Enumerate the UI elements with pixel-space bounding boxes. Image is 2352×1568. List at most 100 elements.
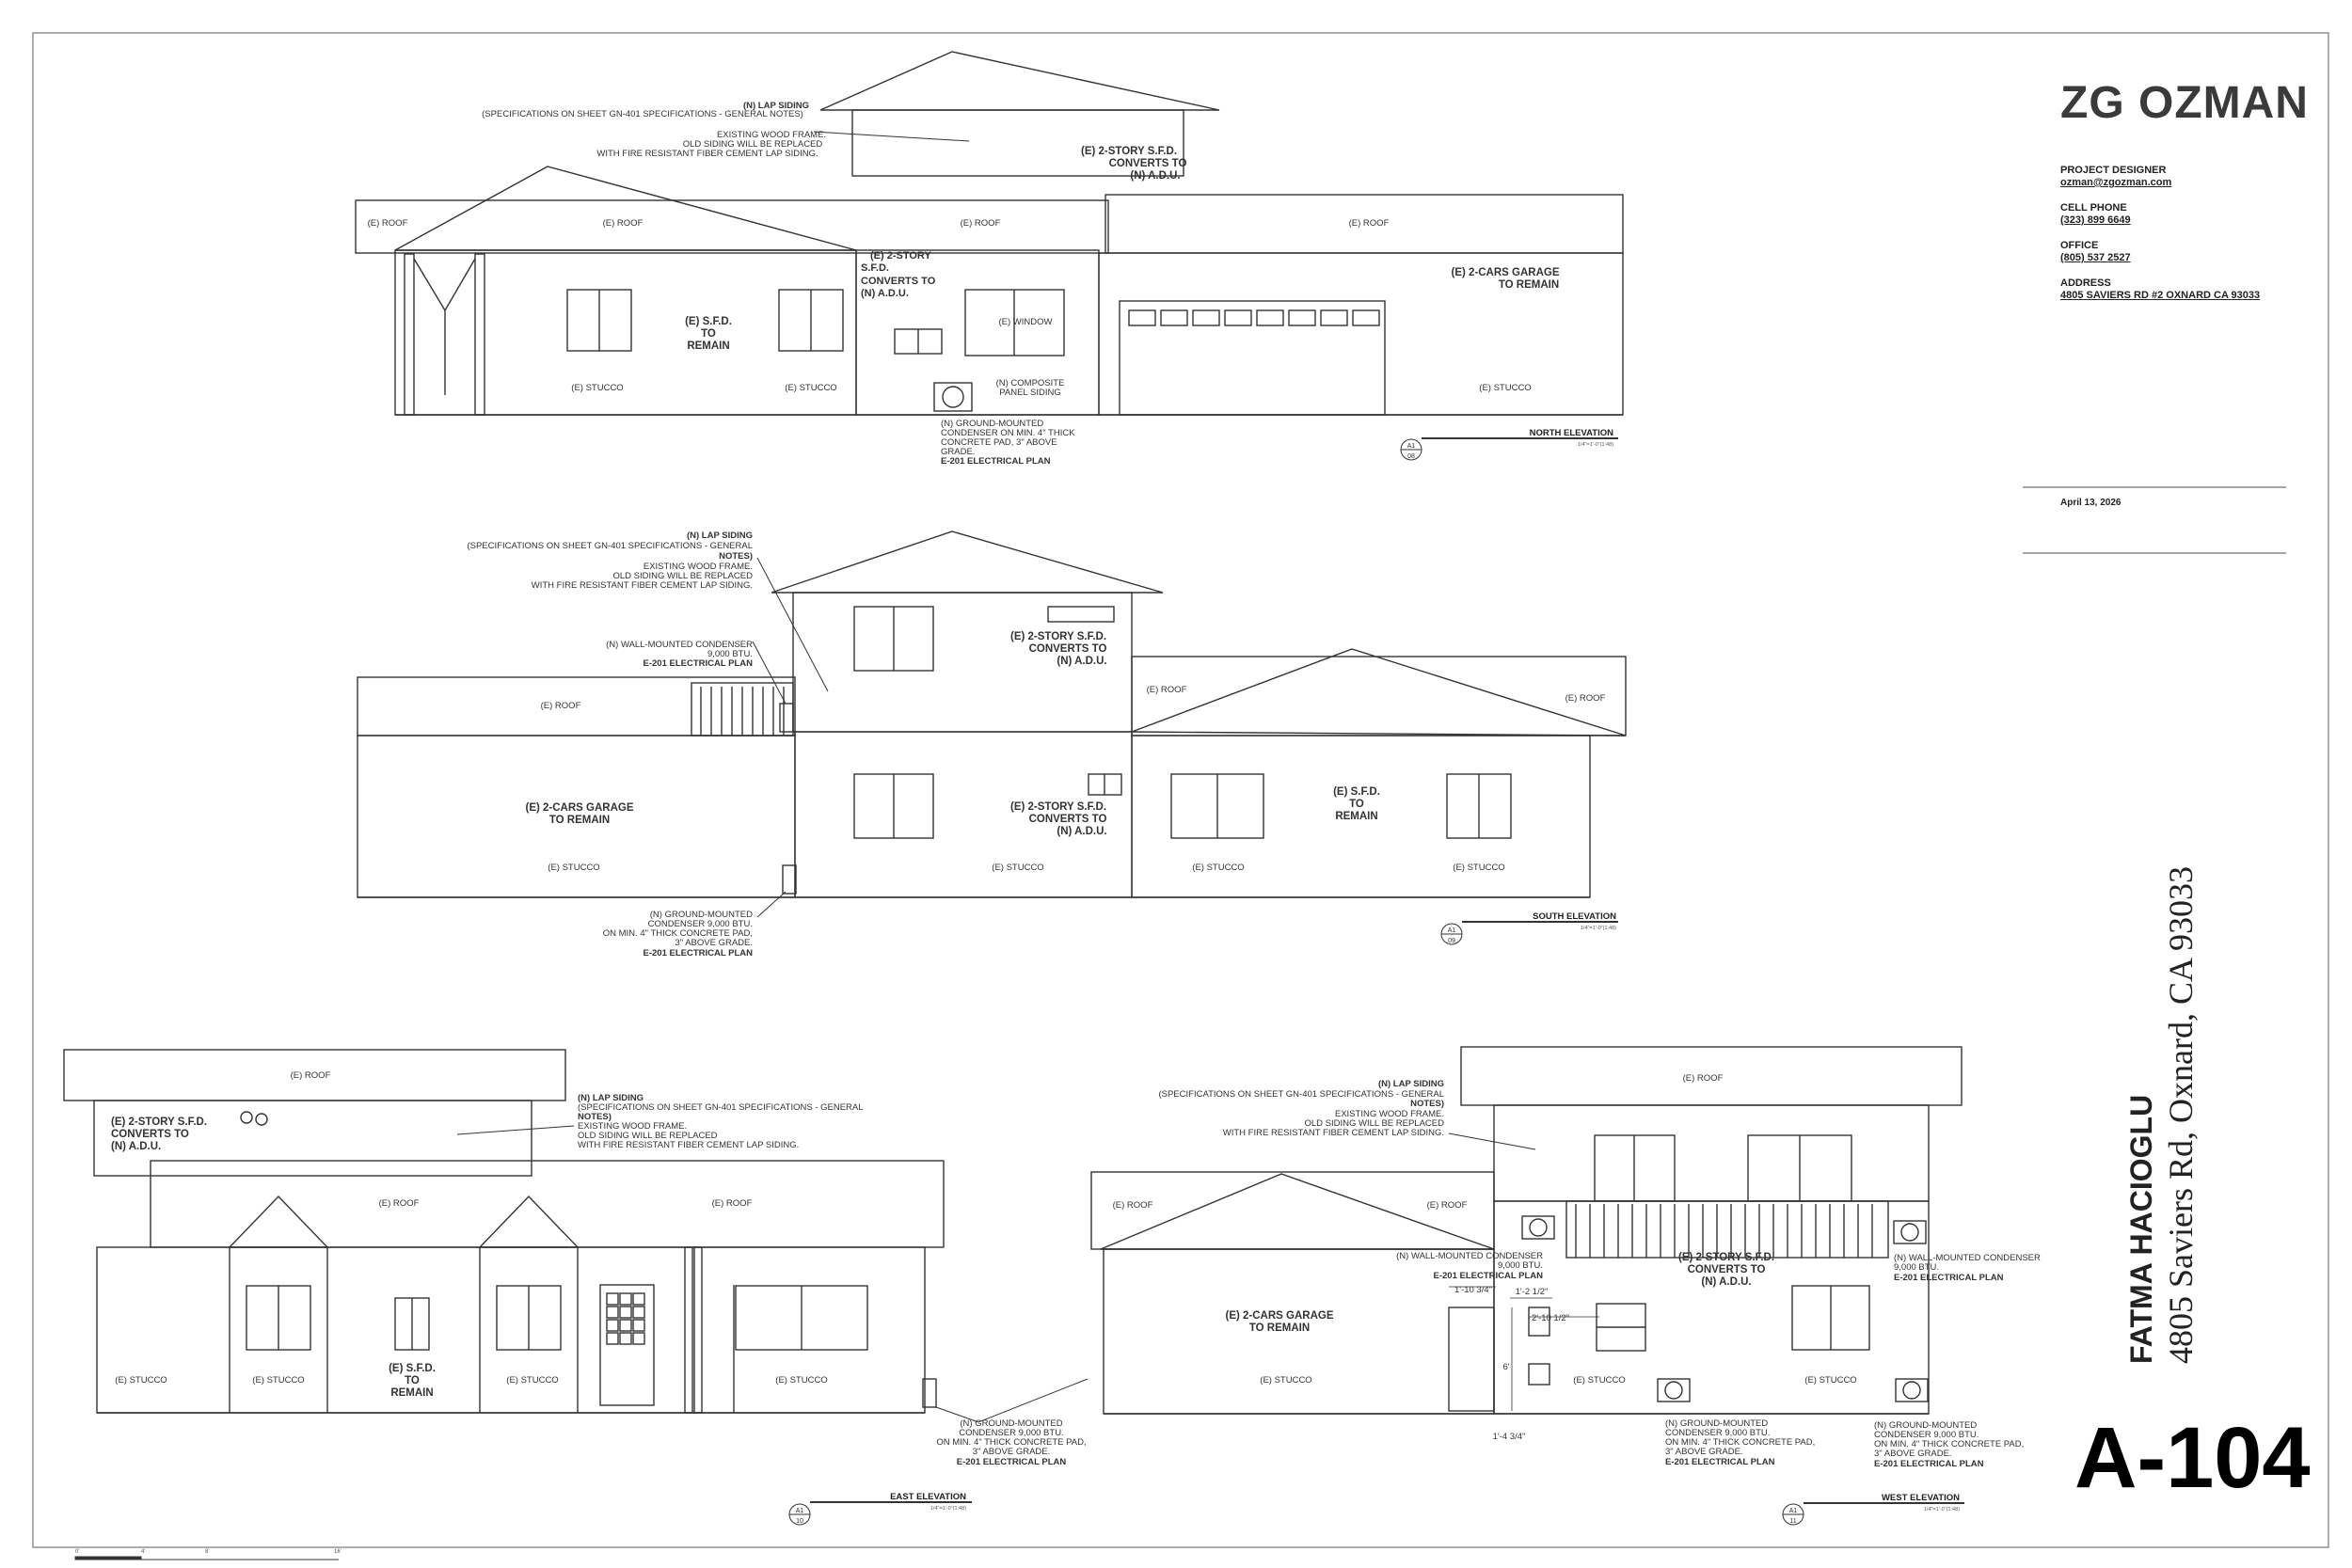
north-elevation <box>355 51 1624 416</box>
south-roof-2: (E) ROOF <box>1147 685 1187 695</box>
condenser-unit <box>1893 1220 1927 1244</box>
west-frame-2: OLD SIDING WILL BE REPLACED <box>1304 1118 1444 1129</box>
north-cond-2: CONDENSER ON MIN. 4" THICK <box>941 428 1075 438</box>
east-roof-2: (E) ROOF <box>379 1198 420 1209</box>
east-door-lites <box>606 1292 645 1345</box>
north-frame-1: EXISTING WOOD FRAME. <box>717 130 826 140</box>
south-gc-2: CONDENSER 9,000 BTU. <box>648 919 753 929</box>
east-stucco-2: (E) STUCCO <box>252 1375 304 1386</box>
west-lap-siding: (N) LAP SIDING <box>1378 1079 1444 1089</box>
south-sfd-3: REMAIN <box>1335 811 1377 822</box>
garage-lite <box>1352 309 1380 326</box>
south-elevation <box>357 531 1627 918</box>
designer-label: PROJECT DESIGNER <box>2060 165 2167 176</box>
north-composite-1: (N) COMPOSITE <box>996 378 1065 388</box>
north-adu-3: (N) A.D.U. <box>1130 170 1180 182</box>
phone-value[interactable]: (323) 899 6649 <box>2060 214 2131 226</box>
west-garage-2: TO REMAIN <box>1249 1323 1310 1334</box>
south-frame-3: WITH FIRE RESISTANT FIBER CEMENT LAP SID… <box>532 580 753 591</box>
south-adu-up-3: (N) A.D.U. <box>1057 656 1106 667</box>
east-door <box>599 1284 655 1406</box>
west-dim-1: 1'-10 3/4" <box>1454 1285 1492 1295</box>
west-deck-rail-balusters <box>1575 1204 1873 1258</box>
north-ground-condenser <box>933 382 973 412</box>
garage-lite <box>1224 309 1252 326</box>
west-dim-4: 6' <box>1502 1362 1509 1372</box>
west-gc-a-2: CONDENSER 9,000 BTU. <box>1665 1428 1770 1438</box>
west-gc-a-4: 3" ABOVE GRADE. <box>1665 1447 1743 1457</box>
issue-date: April 13, 2026 <box>2060 498 2122 508</box>
labels: (N) LAP SIDING (SPECIFICATIONS ON SHEET … <box>111 101 2041 1469</box>
south-garage-1: (E) 2-CARS GARAGE <box>525 802 633 814</box>
address-block: ADDRESS 4805 SAVIERS RD #2 OXNARD CA 930… <box>2060 277 2260 302</box>
south-upper-roof <box>771 531 1164 594</box>
firm-name: ZG OZMAN <box>2060 78 2309 128</box>
svg-text:A1: A1 <box>1448 927 1456 934</box>
owner-name: FATMA HACIOGLU <box>2124 1094 2158 1364</box>
south-wall-2: 9,000 BTU. <box>707 649 753 659</box>
north-sfd-2: TO <box>701 328 716 340</box>
north-garage-1: (E) 2-CARS GARAGE <box>1451 267 1559 278</box>
svg-text:8': 8' <box>205 1549 209 1555</box>
north-roof-4: (E) ROOF <box>1349 218 1390 229</box>
east-adu-2: CONVERTS TO <box>111 1129 189 1140</box>
west-frame-3: WITH FIRE RESISTANT FIBER CEMENT LAP SID… <box>1223 1128 1444 1138</box>
designer-email[interactable]: ozman@zgozman.com <box>2060 177 2172 188</box>
condenser-fan <box>1664 1381 1683 1400</box>
west-gc-a-1: (N) GROUND-MOUNTED <box>1665 1418 1768 1429</box>
north-garage-lites <box>1128 309 1380 326</box>
north-porch-brace <box>413 258 476 312</box>
west-gc-a-5: E-201 ELECTRICAL PLAN <box>1665 1457 1775 1467</box>
north-adu-small-2: S.F.D. <box>861 262 889 274</box>
west-adu-wall <box>1493 1200 1930 1415</box>
condenser-unit <box>1657 1378 1691 1402</box>
west-deck-rail <box>1565 1200 1889 1259</box>
svg-text:10: 10 <box>796 1518 803 1525</box>
east-stucco-4: (E) STUCCO <box>775 1375 827 1386</box>
west-upper-wall <box>1493 1104 1930 1202</box>
west-lower-roof <box>1090 1171 1495 1250</box>
east-lap-siding: (N) LAP SIDING <box>578 1093 644 1103</box>
west-roof-3: (E) ROOF <box>1427 1200 1468 1211</box>
east-spec-2: NOTES) <box>578 1112 612 1122</box>
west-elevation <box>1090 1046 1963 1415</box>
phone-label: CELL PHONE <box>2060 202 2127 214</box>
north-main-gable <box>394 166 857 251</box>
svg-text:4': 4' <box>141 1549 145 1555</box>
north-title: NORTH ELEVATION <box>1530 428 1614 438</box>
south-sfd-2: TO <box>1349 799 1364 810</box>
svg-text:A1: A1 <box>796 1508 804 1514</box>
west-condensers <box>1521 1215 1929 1402</box>
garage-lite <box>1256 309 1284 326</box>
north-roof-3: (E) ROOF <box>961 218 1001 229</box>
svg-text:A1: A1 <box>1407 443 1416 450</box>
east-gc-2: CONDENSER 9,000 BTU. <box>959 1428 1063 1438</box>
west-gc-b-5: E-201 ELECTRICAL PLAN <box>1874 1459 1984 1469</box>
north-garage-2: TO REMAIN <box>1499 279 1559 291</box>
east-wall <box>96 1246 926 1414</box>
east-gc-3: ON MIN. 4" THICK CONCRETE PAD, <box>936 1437 1086 1448</box>
door-lite <box>619 1292 632 1306</box>
south-frame-2: OLD SIDING WILL BE REPLACED <box>612 571 753 581</box>
south-roof-right <box>1131 656 1627 736</box>
west-wall-left-1: (N) WALL-MOUNTED CONDENSER <box>1396 1251 1543 1261</box>
west-title-block: A1 11 WEST ELEVATION 1/4"=1'-0"(1:48) <box>1782 1493 1964 1526</box>
north-cond-4: GRADE. <box>941 447 975 457</box>
west-stucco-1: (E) STUCCO <box>1260 1375 1311 1386</box>
svg-text:1/4"=1'-0"(1:48): 1/4"=1'-0"(1:48) <box>1924 1507 1960 1513</box>
address-label: ADDRESS <box>2060 277 2111 289</box>
east-gable-2 <box>478 1195 580 1248</box>
north-adu-small-3: CONVERTS TO <box>861 276 936 287</box>
west-title: WEST ELEVATION <box>1882 1493 1960 1503</box>
north-cond-3: CONCRETE PAD, 3" ABOVE <box>941 437 1057 448</box>
address-value[interactable]: 4805 SAVIERS RD #2 OXNARD CA 93033 <box>2060 290 2261 301</box>
north-stucco-1: (E) STUCCO <box>571 383 623 393</box>
condenser-fan <box>1900 1223 1919 1242</box>
svg-text:1/4"=1'-0"(1:48): 1/4"=1'-0"(1:48) <box>1581 926 1616 931</box>
west-spec-1: (SPECIFICATIONS ON SHEET GN-401 SPECIFIC… <box>1158 1089 1444 1100</box>
svg-text:09: 09 <box>1448 938 1455 944</box>
door-lite <box>606 1332 619 1345</box>
svg-text:1/4"=1'-0"(1:48): 1/4"=1'-0"(1:48) <box>1578 442 1613 448</box>
office-value[interactable]: (805) 537 2527 <box>2060 252 2131 263</box>
east-sfd-2: TO <box>405 1375 420 1386</box>
